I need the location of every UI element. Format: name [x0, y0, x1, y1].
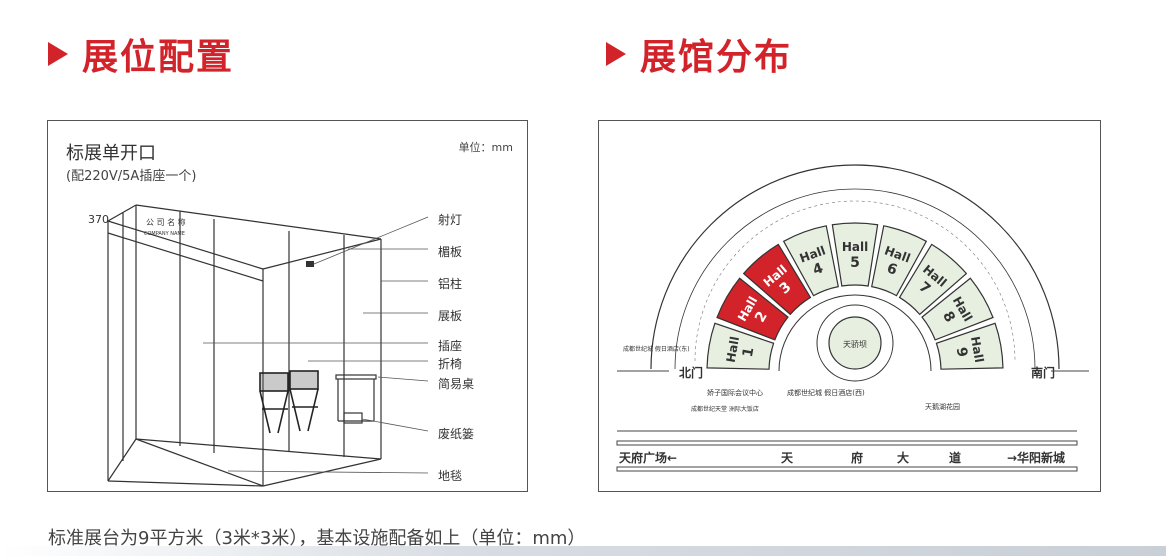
north-gate: 北门	[679, 365, 703, 380]
label-post: 铝柱	[438, 277, 463, 291]
hall-4	[782, 225, 840, 297]
hall-1	[706, 322, 775, 370]
spotlight-icon	[306, 261, 314, 267]
lake-garden-label: 天鹅湖花园	[925, 402, 960, 411]
booth-footnote: 标准展台为9平方米（3米*3米），基本设施配备如上（单位：mm）	[48, 528, 586, 549]
company-name-cn: 公 司 名 称	[146, 217, 186, 227]
hall-label-6: Hall6	[877, 243, 912, 281]
booth-type-title: 标展单开口	[66, 143, 156, 164]
center-label: 天骄坝	[843, 340, 867, 349]
label-bin: 废纸篓	[438, 427, 475, 441]
hall-7	[898, 243, 968, 316]
hall-section-title: 展馆分布	[640, 37, 793, 78]
hotel-east-label: 成都世纪城 假日酒店(东)	[623, 345, 690, 353]
road-char-3: 大	[897, 450, 909, 465]
hall-2	[716, 277, 789, 341]
hall-8	[921, 277, 994, 341]
hotel-west-label: 成都世纪城 假日酒店(西)	[787, 388, 865, 397]
lion-center-label: 娇子国际会议中心	[707, 388, 763, 397]
hall-label-9: Hall9	[951, 335, 986, 366]
label-panel: 展板	[438, 309, 463, 323]
road-right: →华阳新城	[1007, 450, 1065, 465]
label-carpet: 地毯	[438, 469, 463, 483]
hall-6	[870, 225, 928, 297]
road-left: 天府广场←	[619, 450, 677, 465]
tianfu-hotel-label: 成都世纪天堂 洲际大饭店	[691, 405, 759, 413]
road-char-4: 道	[949, 450, 961, 465]
booth-section-title: 展位配置	[82, 37, 235, 78]
label-table: 简易桌	[438, 377, 475, 391]
hall-9	[935, 322, 1004, 370]
label-socket: 插座	[438, 339, 463, 353]
section-title-booth: 展位配置	[48, 28, 234, 80]
company-name-en: COMPANY NAME	[144, 231, 185, 237]
booth-illustration: 公 司 名 称 COMPANY NAME	[107, 204, 429, 487]
triangle-icon	[48, 42, 68, 66]
booth-diagram-panel: 标展单开口 (配220V/5A插座一个) 单位：mm 370	[47, 120, 528, 492]
label-spotlight: 射灯	[438, 213, 463, 227]
booth-height-label: 370	[88, 213, 109, 226]
hall-5	[831, 222, 879, 287]
booth-unit: 单位：mm	[458, 141, 513, 154]
booth-power-note: (配220V/5A插座一个)	[66, 169, 197, 184]
bottom-decor-band	[0, 546, 1166, 556]
triangle-icon	[606, 42, 626, 66]
hall-3	[742, 243, 812, 316]
label-chair: 折椅	[438, 357, 463, 371]
label-fascia: 楣板	[438, 245, 463, 259]
section-title-halls: 展馆分布	[606, 28, 792, 80]
south-gate: 南门	[1031, 365, 1055, 380]
hall-label-1: Hall1	[724, 335, 759, 366]
road-char-1: 天	[781, 451, 794, 465]
road-char-2: 府	[851, 450, 863, 465]
